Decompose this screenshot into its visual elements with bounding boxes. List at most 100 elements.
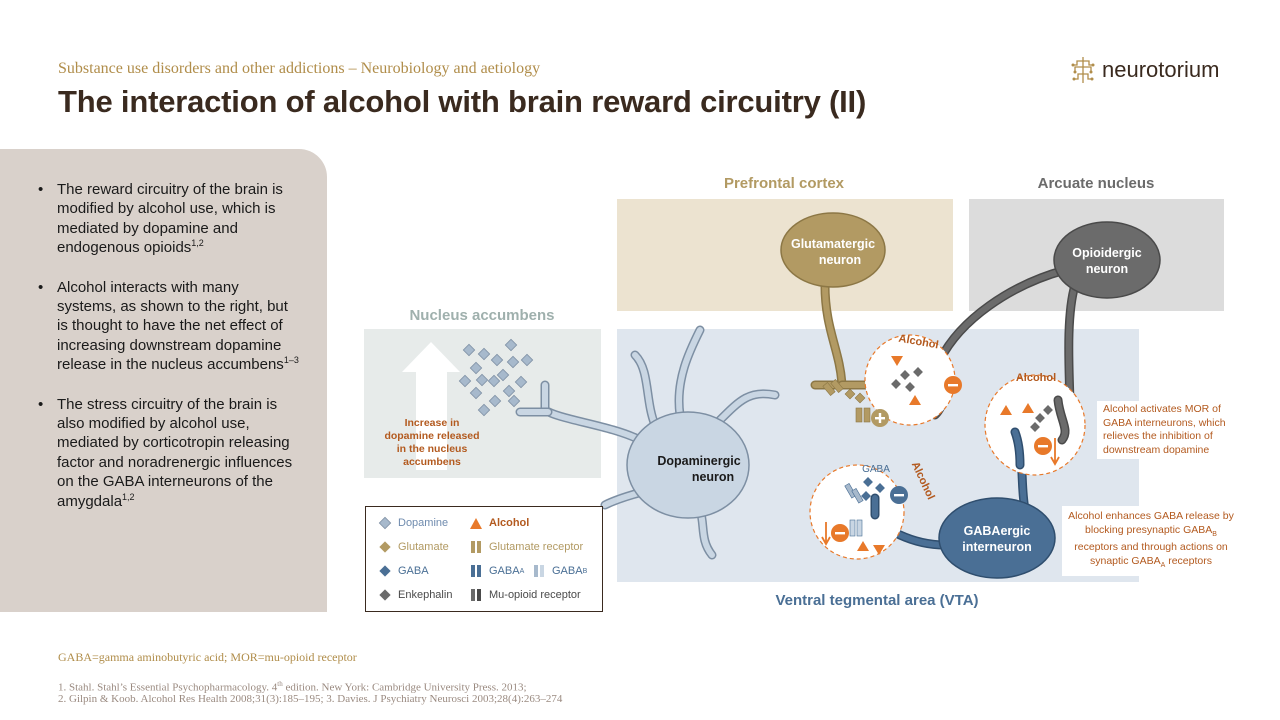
gabaergic-label: interneuron	[962, 540, 1031, 554]
inhibition-icon	[944, 376, 962, 394]
arcuate-label: Arcuate nucleus	[1038, 175, 1155, 192]
bullet-item: Alcohol interacts with many systems, as …	[38, 278, 300, 375]
gaba-a-receptor	[849, 519, 863, 537]
excitation-icon	[871, 409, 889, 427]
opioidergic-label: Opioidergic	[1072, 246, 1142, 260]
bullet-refs: 1,2	[191, 238, 204, 249]
section-subtitle: Substance use disorders and other addict…	[58, 60, 541, 77]
glutamatergic-label: neuron	[819, 253, 861, 267]
enkephalin-icon	[379, 589, 391, 601]
alcohol-triangle	[873, 545, 885, 555]
mu-opioid-receptor-icon	[471, 589, 481, 601]
prefrontal-label: Prefrontal cortex	[724, 175, 845, 192]
dopaminergic-neuron	[515, 325, 780, 560]
brain-logo-icon	[1071, 57, 1095, 83]
legend-label: Glutamate	[398, 541, 449, 553]
gaba-icon	[379, 565, 391, 577]
reference-sup: th	[277, 680, 283, 688]
legend-label: GABA	[489, 565, 520, 577]
abbreviations: GABA=gamma aminobutyric acid; MOR=mu-opi…	[58, 650, 357, 664]
legend-item-glutamate: Glutamate	[378, 540, 449, 554]
dopaminergic-label: neuron	[692, 470, 734, 484]
decrease-arrow	[1050, 438, 1060, 466]
gaba-note-text: receptors	[1165, 554, 1212, 567]
decrease-arrow	[821, 522, 831, 546]
gaba-note-text: receptors and through actions on synapti…	[1074, 541, 1228, 567]
alcohol-triangle	[857, 541, 869, 551]
dopaminergic-label: Dopaminergic	[657, 454, 740, 468]
reference-text: 1. Stahl. Stahl’s Essential Psychopharma…	[58, 681, 278, 694]
increase-label-line: in the nucleus	[397, 443, 468, 455]
bullet-text: The reward circuitry of the brain is mod…	[57, 181, 283, 257]
legend-label: Dopamine	[398, 517, 449, 529]
alcohol-tag: Alcohol	[1016, 372, 1056, 384]
page-title: The interaction of alcohol with brain re…	[58, 84, 867, 119]
legend-item-gaba: GABA	[378, 564, 429, 578]
opioid-terminal	[1055, 397, 1069, 443]
alcohol-triangle	[891, 356, 903, 366]
gaba-dendrite	[1012, 429, 1023, 468]
inhibition-icon	[890, 486, 908, 504]
legend-label: Alcohol	[489, 517, 530, 529]
inhibition-icon	[831, 524, 849, 542]
reference-text: edition. New York: Cambridge University …	[282, 681, 527, 694]
increase-label-line: Increase in	[405, 417, 460, 429]
accumbens-label: Nucleus accumbens	[409, 307, 554, 324]
glutamate-receptor-icon	[471, 541, 481, 553]
legend-label: Glutamate receptor	[489, 541, 584, 553]
gaba-note-text: Alcohol enhances GABA release by blockin…	[1068, 510, 1234, 536]
legend-item-enkephalin: Enkephalin	[378, 588, 452, 602]
mor-note: Alcohol activates MOR of GABA interneuro…	[1097, 401, 1239, 459]
gaba-tag: GABA	[862, 464, 890, 475]
logo: neurotorium	[1070, 54, 1240, 86]
bullet-list: The reward circuitry of the brain is mod…	[38, 180, 300, 531]
glutamatergic-label: Glutamatergic	[791, 237, 875, 251]
legend: Dopamine Alcohol Glutamate Glutamate rec…	[365, 506, 603, 612]
gaba-note-sub: A	[1160, 561, 1166, 569]
gaba-a-receptor-icon	[471, 565, 481, 577]
increase-label-line: dopamine released	[384, 430, 479, 442]
bullet-text: The stress circuitry of the brain is als…	[57, 395, 293, 510]
bullet-text: Alcohol interacts with many systems, as …	[57, 278, 288, 374]
gaba-cluster	[861, 477, 885, 501]
enkephalin-cluster	[1030, 405, 1053, 432]
gaba-b-receptor-icon	[534, 565, 544, 577]
glutamate-receptor-cluster	[822, 379, 871, 423]
legend-item-alcohol: Alcohol	[469, 516, 529, 530]
bullet-item: The reward circuitry of the brain is mod…	[38, 180, 300, 258]
dopamine-icon	[378, 516, 392, 530]
vta-label: Ventral tegmental area (VTA)	[775, 592, 978, 609]
increase-label-line: accumbens	[403, 456, 461, 468]
mor-note-text: Alcohol activates MOR of GABA interneuro…	[1103, 403, 1226, 456]
alcohol-icon	[470, 518, 482, 529]
opioidergic-label: neuron	[1086, 262, 1128, 276]
gaba-b-receptor	[844, 483, 864, 504]
dopamine-release-cluster	[458, 338, 534, 417]
enkephalin-cluster	[891, 367, 923, 392]
gabaergic-label: GABAergic	[964, 524, 1031, 538]
reference-2: 2. Gilpin & Koob. Alcohol Res Health 200…	[58, 693, 563, 705]
legend-item-glutamate-receptor: Glutamate receptor	[469, 540, 583, 554]
bullet-refs: 1–3	[283, 355, 299, 366]
legend-label: GABA	[398, 565, 429, 577]
bullet-refs: 1,2	[122, 491, 135, 502]
legend-sub: A	[519, 567, 525, 575]
reference-1: 1. Stahl. Stahl’s Essential Psychopharma…	[58, 677, 527, 696]
legend-item-dopamine: Dopamine	[378, 516, 448, 530]
bullet-item: The stress circuitry of the brain is als…	[38, 395, 300, 511]
synapse-circle-gaba	[809, 464, 905, 560]
gaba-release-note: Alcohol enhances GABA release by blockin…	[1062, 506, 1240, 577]
legend-item-mu-opioid: Mu-opioid receptor	[469, 588, 581, 602]
alcohol-triangle	[909, 395, 921, 405]
inhibition-icon	[1034, 437, 1052, 455]
legend-label: Enkephalin	[398, 589, 453, 601]
legend-sub: B	[582, 567, 588, 575]
legend-label: GABA	[552, 565, 583, 577]
alcohol-triangle	[1022, 403, 1034, 413]
alcohol-triangle	[1000, 405, 1012, 415]
glutamate-icon	[379, 541, 391, 553]
logo-text: neurotorium	[1102, 57, 1220, 82]
